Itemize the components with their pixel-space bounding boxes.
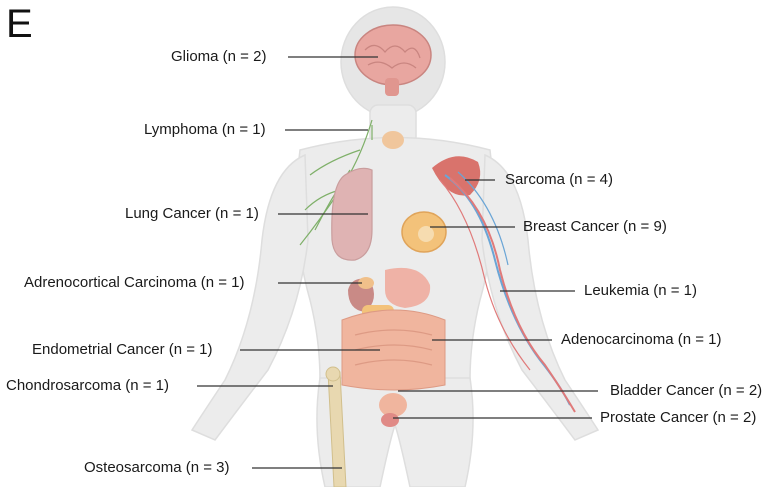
label-sarcoma: Sarcoma (n = 4) bbox=[505, 171, 613, 189]
label-lymphoma: Lymphoma (n = 1) bbox=[144, 121, 266, 139]
label-chondrosarcoma: Chondrosarcoma (n = 1) bbox=[6, 377, 169, 395]
label-lung-cancer: Lung Cancer (n = 1) bbox=[125, 205, 259, 223]
abdominal-organs bbox=[342, 268, 445, 390]
label-glioma: Glioma (n = 2) bbox=[171, 48, 266, 66]
label-bladder-cancer: Bladder Cancer (n = 2) bbox=[610, 382, 762, 400]
label-endometrial-cancer: Endometrial Cancer (n = 1) bbox=[32, 341, 213, 359]
breast-organ bbox=[402, 212, 446, 252]
label-osteosarcoma: Osteosarcoma (n = 3) bbox=[84, 459, 229, 477]
label-prostate-cancer: Prostate Cancer (n = 2) bbox=[600, 409, 756, 427]
panel-letter: E bbox=[6, 2, 33, 47]
label-adrenocortical-carcinoma: Adrenocortical Carcinoma (n = 1) bbox=[24, 274, 245, 292]
label-breast-cancer: Breast Cancer (n = 9) bbox=[523, 218, 667, 236]
label-leukemia: Leukemia (n = 1) bbox=[584, 282, 697, 300]
thyroid-organ bbox=[382, 131, 404, 149]
label-adenocarcinoma: Adenocarcinoma (n = 1) bbox=[561, 331, 722, 349]
